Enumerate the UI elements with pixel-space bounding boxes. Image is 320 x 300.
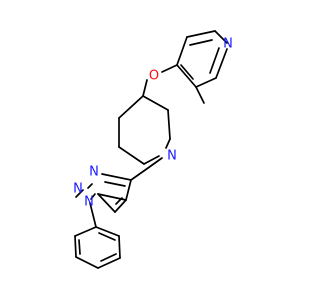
triazole-nitrogen-2-label: N [73,182,83,197]
molecule-structure: N O N N N N [73,30,233,269]
triazole-ring [75,173,132,213]
methyl-bond [195,86,205,104]
piperidine-ring [118,95,171,165]
pyridine-ring [176,30,228,88]
phenyl-ring [74,202,121,269]
methylene-linker [130,157,163,181]
ether-oxygen-label: O [149,69,159,84]
triazole-nitrogen-1-label: N [84,195,94,210]
atom-labels: N O N N N N [73,37,233,210]
pyridine-nitrogen-label: N [223,37,233,52]
triazole-nitrogen-3-label: N [89,165,99,180]
ether-linkage [142,64,178,97]
piperidine-nitrogen-label: N [167,149,177,164]
